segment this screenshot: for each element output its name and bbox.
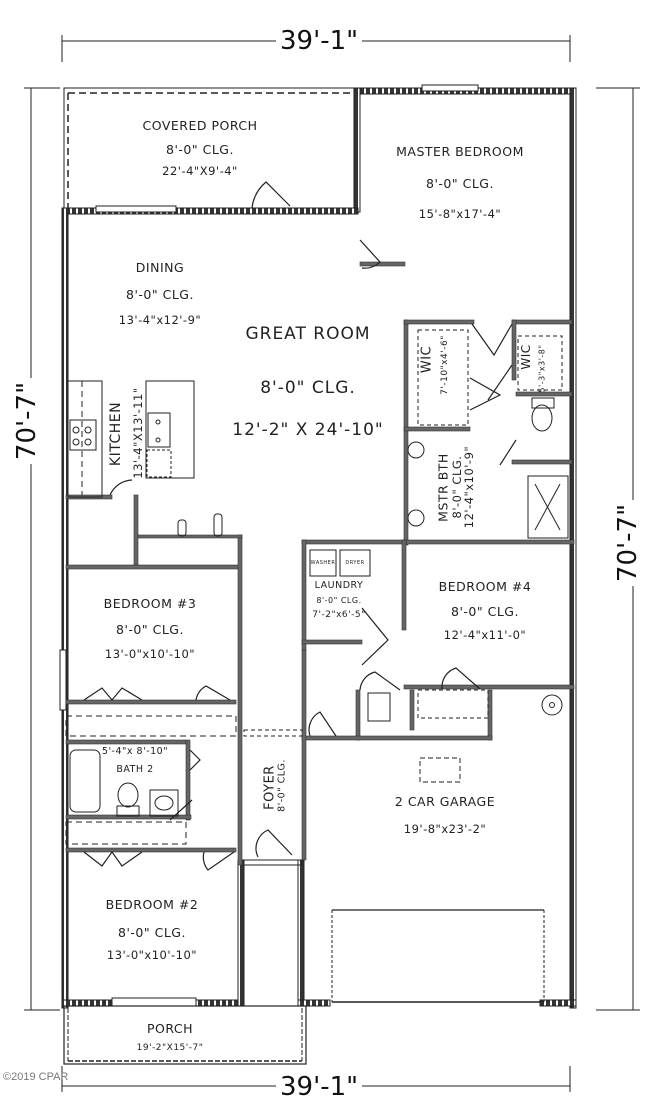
room-ceiling: 8'-0" CLG. xyxy=(451,604,519,619)
bath-fixtures xyxy=(65,329,569,845)
room-name: BEDROOM #3 xyxy=(103,596,197,611)
room-name: BEDROOM #2 xyxy=(105,897,199,912)
room-ceiling: 8'-0" CLG. xyxy=(166,142,234,157)
room-size: 12'-4"x10'-9" xyxy=(462,445,476,529)
right-depth-dimension: 70'-7" xyxy=(613,499,643,587)
room-size: 19'-2"X15'-7" xyxy=(136,1043,204,1053)
front-porch-outline xyxy=(63,1005,307,1065)
garage-fixtures xyxy=(243,729,545,1003)
bottom-width-dimension: 39'-1" xyxy=(276,1074,363,1100)
room-size: 13'-0"x10'-10" xyxy=(106,948,198,962)
dryer-label: DRYER xyxy=(345,560,365,566)
room-name: MSTR BTH xyxy=(435,453,451,522)
room-size: 13'-4"X13'-11" xyxy=(131,387,145,479)
room-name: KITCHEN xyxy=(108,401,124,467)
room-size: 19'-8"x23'-2" xyxy=(403,822,487,836)
interior-walls xyxy=(65,261,575,866)
room-name: BATH 2 xyxy=(116,764,154,775)
room-ceiling: 8'-0" CLG. xyxy=(260,378,356,398)
room-ceiling: 8'-0" CLG. xyxy=(118,925,186,940)
exterior-walls xyxy=(61,87,577,1009)
room-name: WIC xyxy=(519,344,533,370)
room-ceiling: 8'-0" CLG. xyxy=(316,596,362,605)
room-name: PORCH xyxy=(146,1021,194,1036)
windows xyxy=(59,84,479,1007)
room-name: WIC xyxy=(419,345,435,374)
room-name: COVERED PORCH xyxy=(142,118,258,133)
room-size: 5'-3"x3'-8" xyxy=(537,344,547,393)
left-depth-dimension: 70'-7" xyxy=(12,377,42,465)
room-name: MASTER BEDROOM xyxy=(396,144,524,159)
top-width-dimension: 39'-1" xyxy=(276,28,363,54)
room-name: DINING xyxy=(135,260,185,275)
copyright-notice: ©2019 CPAR xyxy=(3,1071,69,1083)
room-ceiling: 8'-0" CLG. xyxy=(116,622,184,637)
room-ceiling: 8'-0" CLG. xyxy=(426,176,494,191)
room-size: 12'-2" X 24'-10" xyxy=(232,420,384,440)
room-ceiling: 8'-0" CLG. xyxy=(276,759,288,812)
room-name: 2 CAR GARAGE xyxy=(394,794,496,809)
room-ceiling: 8'-0" CLG. xyxy=(126,287,194,302)
room-size: 7'-2"x6'-5" xyxy=(312,610,366,620)
room-name: FOYER xyxy=(262,765,278,810)
room-size: 12'-4"x11'-0" xyxy=(443,628,527,642)
room-size: 13'-0"x10'-10" xyxy=(104,647,196,661)
room-name: GREAT ROOM xyxy=(245,324,371,344)
room-name: LAUNDRY xyxy=(314,580,364,591)
room-size: 15'-8"x17'-4" xyxy=(418,207,502,221)
room-size: 5'-4"x 8'-10" xyxy=(101,746,169,757)
room-size: 22'-4"X9'-4" xyxy=(162,164,238,178)
room-size: 13'-4"x12'-9" xyxy=(118,313,202,327)
room-name: BEDROOM #4 xyxy=(438,579,532,594)
washer-label: WASHER xyxy=(310,560,336,566)
kitchen-fixtures xyxy=(67,380,223,537)
room-size: 7'-10"x4'-6" xyxy=(440,335,450,395)
door-swings xyxy=(83,181,517,871)
